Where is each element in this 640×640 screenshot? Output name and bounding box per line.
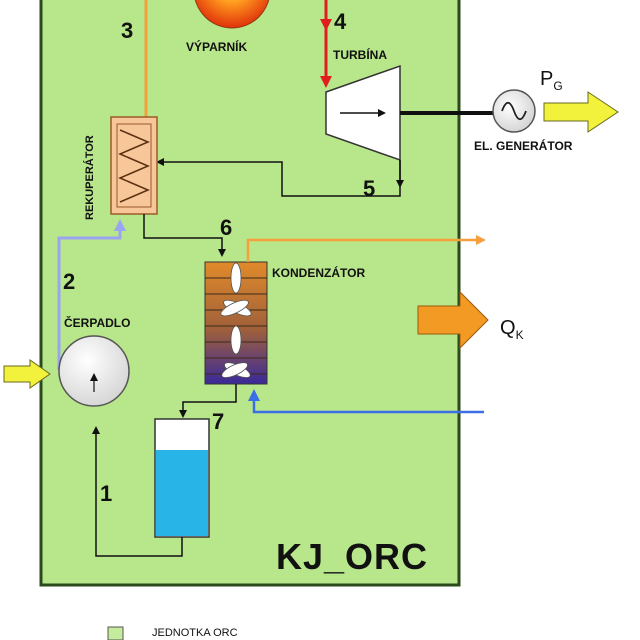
pump-icon [58, 335, 130, 407]
state-3-label: 3 [121, 18, 134, 43]
recuperator-coil-icon [118, 129, 150, 203]
condenser-fan-icon [220, 262, 252, 378]
pump-label: ČERPADLO [64, 316, 131, 330]
turbine-label: TURBÍNA [333, 48, 387, 62]
evaporator-icon [194, 0, 270, 29]
heat-output-arrow [417, 290, 489, 350]
state-7-label: 7 [212, 409, 225, 434]
generator-label: EL. GENERÁTOR [474, 139, 573, 153]
line-2 [57, 219, 126, 370]
tank-liquid [156, 450, 208, 536]
recuperator-icon [110, 116, 158, 215]
state-5-label: 5 [363, 176, 376, 201]
state-6-label: 6 [220, 215, 233, 240]
condenser-label: KONDENZÁTOR [272, 266, 366, 280]
evaporator-label: VÝPARNÍK [186, 40, 248, 54]
line-1 [92, 426, 183, 557]
cooling-out-line [246, 235, 486, 262]
state-1-label: 1 [100, 481, 113, 506]
state-2-label: 2 [63, 269, 76, 294]
cooling-in-line [248, 389, 484, 414]
generator-sine-icon [501, 101, 527, 121]
legend-swatch [107, 626, 124, 640]
power-output-arrow [543, 91, 619, 133]
line-6 [143, 214, 226, 257]
recuperator-label: REKUPERÁTOR [84, 135, 96, 220]
legend-label: JEDNOTKA ORC [152, 627, 238, 639]
recuperator-inner [116, 123, 152, 208]
heat-label: QK [500, 317, 524, 342]
state-4-label: 4 [334, 9, 347, 34]
power-label: PG [540, 68, 563, 93]
unit-title: KJ_ORC [276, 536, 429, 577]
line-7 [179, 384, 237, 418]
pump-power-input-arrow [3, 359, 51, 389]
